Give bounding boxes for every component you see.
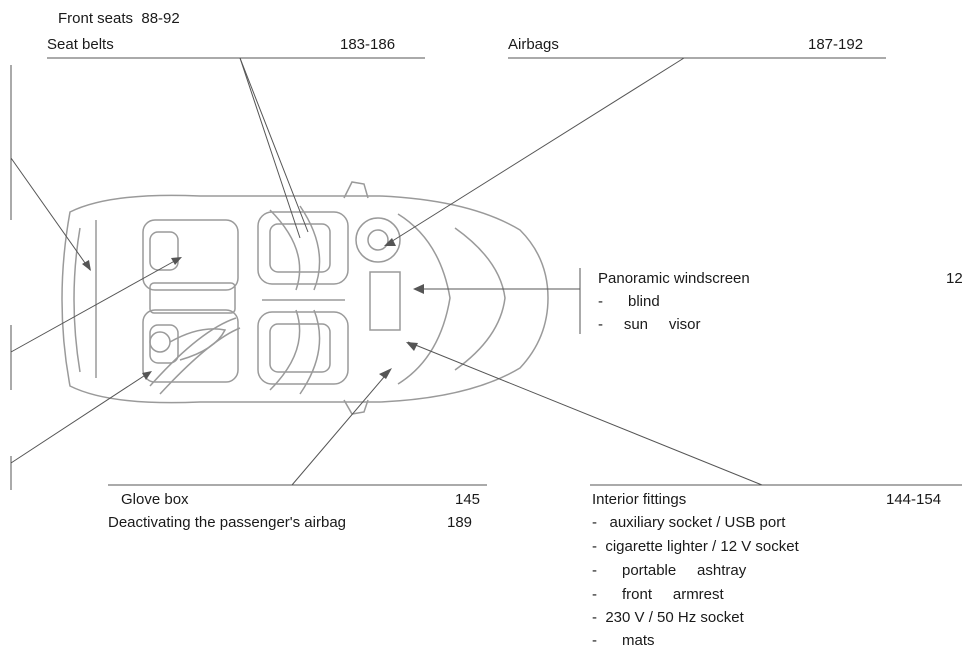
front-seat-bottom [257,311,349,385]
mirror-bottom [343,399,369,415]
arrowhead-left-top [82,260,91,271]
arrowhead-interior [406,342,418,351]
interior-fittings-leader [407,341,763,486]
steering-wheel [355,217,401,263]
rear-seat-right [142,309,239,383]
seat-belts-leader [239,57,309,233]
arrowhead-glove-box [379,368,392,379]
front-seat-top [257,211,349,285]
interior-item-armrest: - front armrest [592,586,724,603]
glove-box-leader [291,369,391,486]
seat-belt-top-2 [299,205,321,291]
windscreen-item-blind: - blind [598,293,660,310]
rear-headrest-right [149,324,179,364]
seat-belt-rear [149,317,237,387]
seat-belt-bottom-2 [299,309,321,395]
airbags-pages: 187-192 [808,36,864,53]
windscreen-outline [397,213,451,385]
deactivating-airbag-pages: 189 [447,514,473,531]
seat-belt-bottom [269,309,301,391]
left-leader-mid [10,257,181,353]
interior-fittings-label: Interior fittings [592,491,687,508]
car-body-outline [61,194,549,404]
windscreen-label: Panoramic windscreen [598,270,750,287]
deactivating-airbag-label: Deactivating the passenger's airbag [108,514,347,531]
glove-box-label: Glove box [121,491,189,508]
interior-item-mats: - mats [592,632,655,649]
seat-belt-top [269,209,301,291]
rear-passenger-body [169,328,227,361]
arrowhead-left-mid [171,257,182,265]
airbags-leader [385,57,685,246]
interior-item-cigarette-lighter: - cigarette lighter / 12 V socket [592,538,799,555]
seat-belts-pages: 183-186 [340,36,396,53]
arrowhead-airbags [384,238,396,246]
windscreen-item-sun-visor: - sun visor [598,316,701,333]
bonnet-line [454,227,506,371]
mirror-top [343,181,369,199]
interior-item-230v-socket: - 230 V / 50 Hz socket [592,609,744,626]
interior-item-aux-usb: - auxiliary socket / USB port [592,514,786,531]
rear-headrest-left [149,231,179,271]
left-leader-top [10,157,91,271]
steering-wheel-hub [367,229,389,251]
car-rear-outline [73,227,81,373]
left-leader-bottom [10,371,151,464]
airbags-label: Airbags [508,36,559,53]
windscreen-pages: 12 [946,270,963,287]
rear-bench-center [149,282,236,314]
rear-passenger-head [149,331,171,353]
seat-belts-label: Seat belts [47,36,114,53]
arrowhead-windscreen [413,284,424,294]
dashboard-line [369,271,401,331]
rear-seat-left [142,219,239,291]
arrowhead-left-bottom [142,371,152,380]
interior-fittings-pages: 144-154 [886,491,942,508]
seat-belts-leader-2 [239,57,301,239]
interior-item-ashtray: - portable ashtray [592,562,747,579]
front-seats-label: Front seats 88-92 [58,10,180,27]
glove-box-pages: 145 [455,491,481,508]
